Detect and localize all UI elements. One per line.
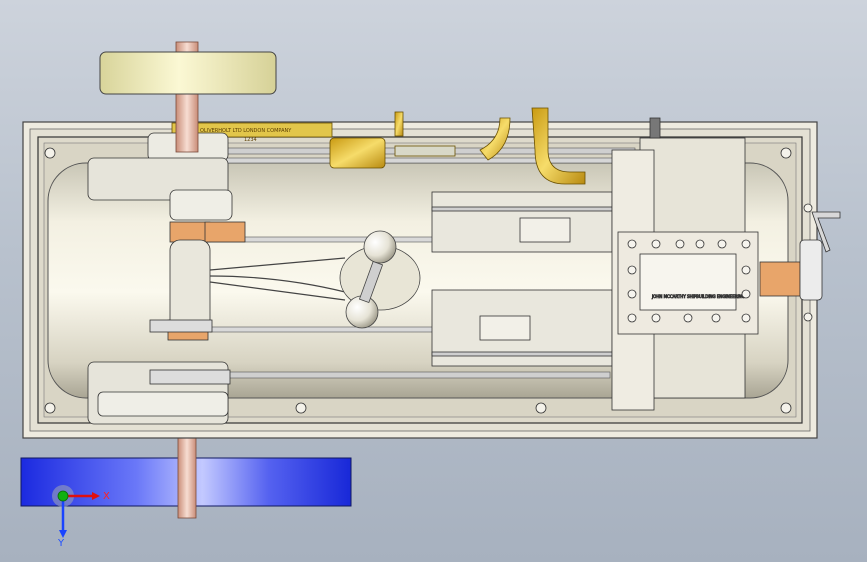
- reverse-lever: [759, 211, 841, 301]
- bolt-icon: [780, 402, 792, 414]
- chest-bolts: [627, 239, 751, 323]
- flywheel: [99, 51, 277, 95]
- bolt-icon: [295, 402, 307, 414]
- bolt-icon: [44, 402, 56, 414]
- governor: [339, 230, 421, 329]
- bolt-icon: [44, 147, 56, 159]
- frame-bolts: [44, 147, 813, 414]
- y-axis-label: Y: [57, 538, 65, 548]
- bolt-icon: [803, 312, 813, 322]
- cylinder-nameplate-text: JOHN MCCARTHY SHIPBUILDING ENGINEERING: [651, 294, 745, 299]
- coordinate-triad-icon: X Y: [40, 478, 120, 548]
- maker-plate-text: OLIVERHOLT LTD LONDON COMPANY: [200, 128, 292, 134]
- steam-chest: JOHN MCCARTHY SHIPBUILDING ENGINEERING: [611, 117, 759, 411]
- cylinder-guides: [431, 191, 613, 367]
- bolt-icon: [535, 402, 547, 414]
- maker-plate-number: 1234: [244, 137, 257, 143]
- crank-assembly: [87, 132, 246, 425]
- bolt-icon: [780, 147, 792, 159]
- governor-drive: [209, 257, 346, 301]
- brass-fittings: [329, 107, 586, 185]
- bolt-icon: [803, 203, 813, 213]
- x-axis-label: X: [103, 491, 110, 502]
